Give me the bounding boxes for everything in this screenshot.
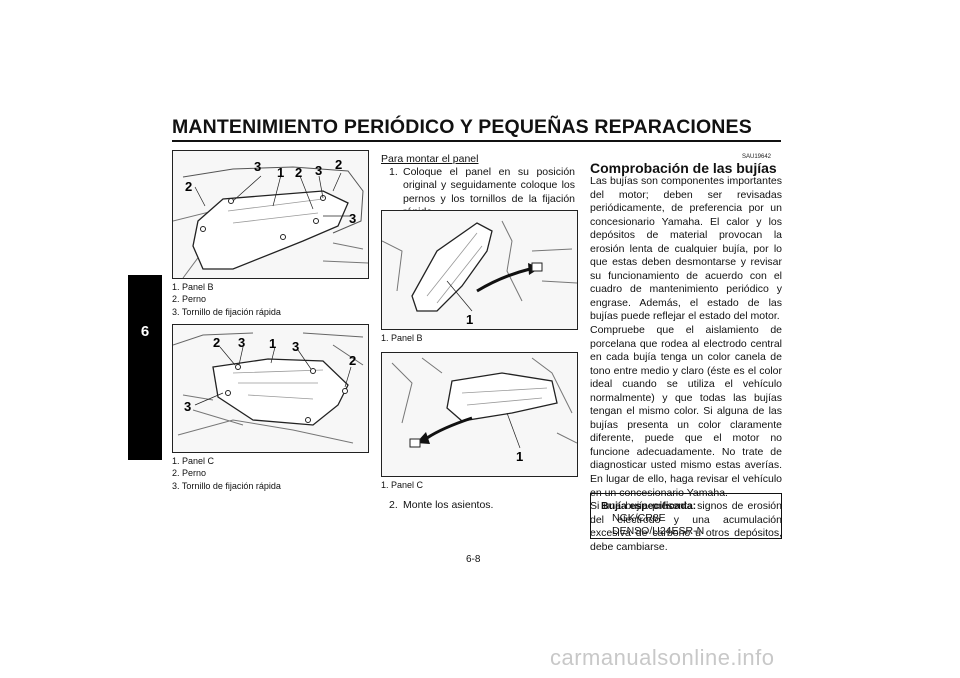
spec-value-ngk: NGK/CR8E [612,512,666,524]
section-code: SAU19642 [742,154,772,160]
watermark: carmanualsonline.info [550,645,775,670]
figure4-legend: 1. Panel C [381,480,424,490]
figure-panel-b-install: 1 [381,210,578,330]
callout-1-3b: 3 [315,163,322,178]
step-1: 1. Coloque el panel en su posición origi… [389,166,575,218]
callout-1-2c: 2 [185,179,192,194]
spec-value-denso: DENSO/U24ESR-N [612,525,705,537]
section-body: Las bujías son componentes importantes d… [590,175,782,554]
callout-1-3c: 3 [349,211,356,226]
figure3-legend: 1. Panel B [381,333,423,343]
callout-1-2a: 2 [295,165,302,180]
figure-panel-c-removal: 2 3 1 3 2 3 [172,324,369,453]
callout-2-1: 1 [269,336,276,351]
callout-2-3b: 3 [292,339,299,354]
figure1-legend: 1. Panel B 2. Perno 3. Tornillo de fijac… [172,282,281,317]
callout-1-1: 1 [277,165,284,180]
body-paragraph-2: Compruebe que el aislamiento de porcelan… [590,324,782,499]
body-paragraph-1: Las bujías son componentes importantes d… [590,175,782,323]
step-2: 2. Monte los asientos. [389,499,494,511]
callout-2-2b: 2 [349,353,356,368]
callout-1-2b: 2 [335,157,342,172]
callout-4-1: 1 [516,449,523,464]
body-paragraph-3: Si una bujía presenta signos de erosión … [590,500,782,553]
callout-1-3a: 3 [254,159,261,174]
spec-title: Bujía especificada: [601,500,697,512]
chapter-tab: 6 [128,275,162,460]
callout-2-3a: 3 [238,335,245,350]
figure2-legend: 1. Panel C 2. Perno 3. Tornillo de fijac… [172,456,281,491]
callout-2-2a: 2 [213,335,220,350]
install-subheading: Para montar el panel [381,153,479,165]
callout-3-1: 1 [466,312,473,327]
figure-panel-c-install: 1 [381,352,578,477]
figure-panel-b-removal: 3 1 2 3 2 2 3 [172,150,369,279]
page-number: 6-8 [466,554,481,565]
section-title: Comprobación de las bujías [590,160,777,176]
callout-2-3c: 3 [184,399,191,414]
page-header-title: MANTENIMIENTO PERIÓDICO Y PEQUEÑAS REPAR… [172,116,752,138]
header-rule [172,140,781,142]
spec-box: Bujía especificada: NGK/CR8E DENSO/U24ES… [590,493,782,539]
